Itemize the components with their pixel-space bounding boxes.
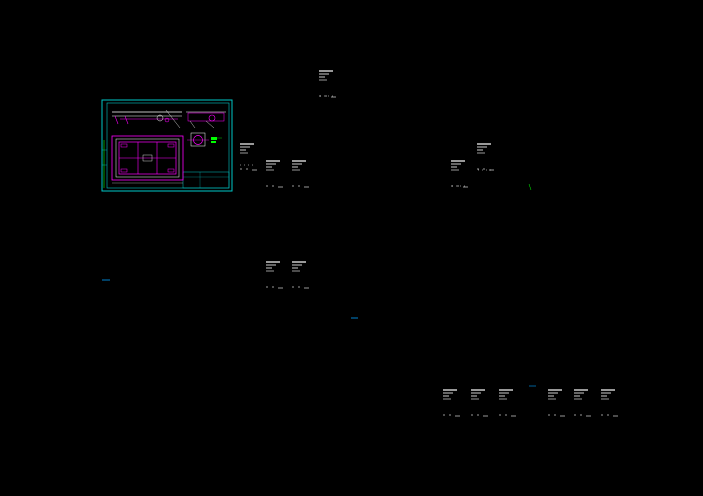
annotation-block[interactable] [477,143,494,171]
annotation-layer[interactable] [240,70,618,417]
sheet-inner-border [106,102,230,189]
section-elevation-view[interactable] [112,109,226,129]
stray-mark-small[interactable] [528,183,532,191]
column-detail[interactable] [187,132,222,147]
structure-plan-view[interactable] [111,135,184,184]
title-block [182,171,230,189]
annotation-block[interactable] [266,160,283,188]
annotation-block[interactable] [292,261,309,289]
annotation-block[interactable] [548,389,565,417]
drawing-sheet[interactable] [101,99,233,192]
annotation-block[interactable] [319,70,336,98]
annotation-block[interactable] [240,143,257,171]
annotation-block[interactable] [266,261,283,289]
annotation-block[interactable] [292,160,309,188]
annotation-block[interactable] [601,389,618,417]
annotation-block[interactable] [499,389,516,417]
sheet-outer-border [101,99,233,192]
sheet-margin-strip [102,140,107,188]
annotation-block[interactable] [443,389,460,417]
annotation-block[interactable] [451,160,468,188]
annotation-block[interactable] [471,389,488,417]
annotation-block[interactable] [574,389,591,417]
